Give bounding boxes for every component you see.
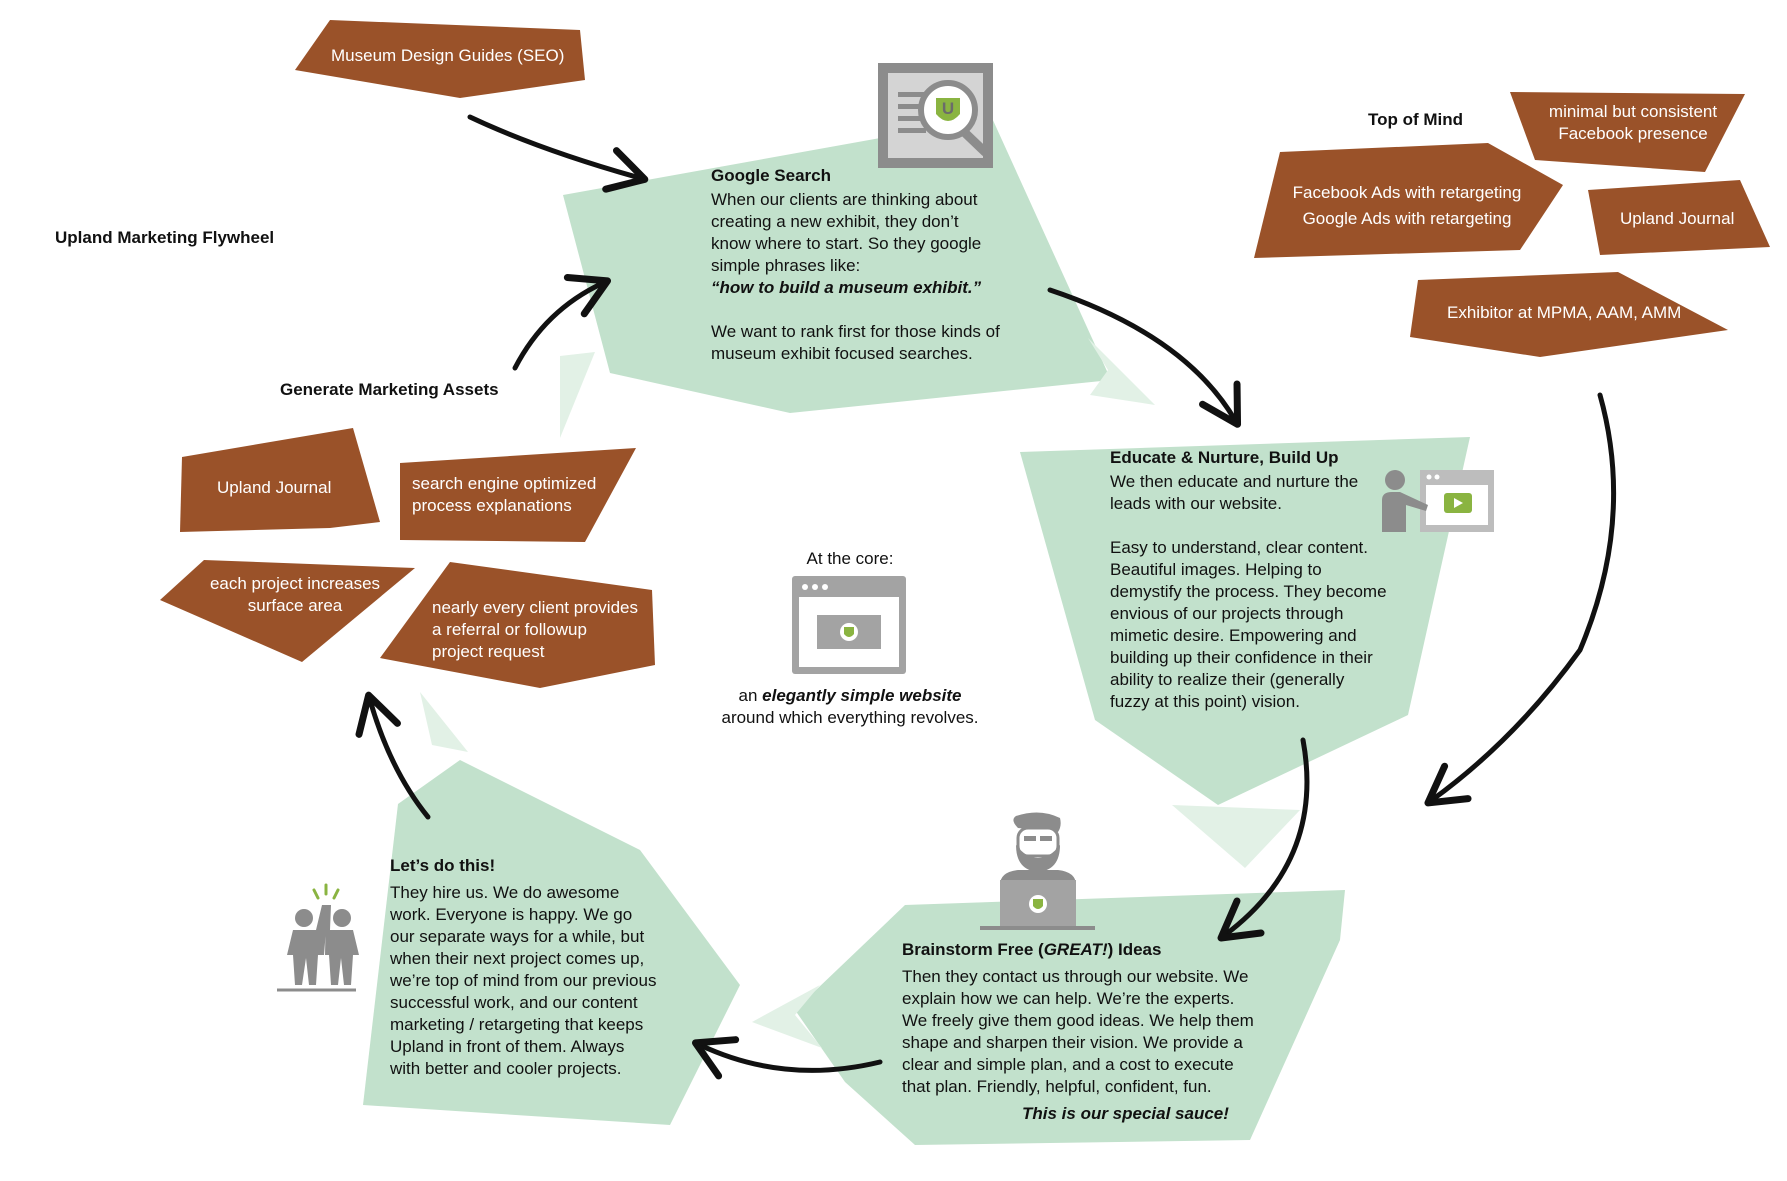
brainstorm-body: Then they contact us through our website… xyxy=(902,967,1254,1096)
tom-tag-4-shape xyxy=(1410,272,1728,357)
core-label: At the core: xyxy=(806,549,894,568)
tom-tag-2-shape xyxy=(1254,143,1563,258)
brainstorm-title-part-2: ) Ideas xyxy=(1107,940,1162,959)
website-window-icon xyxy=(792,576,906,674)
arrow-educate-to-brainstorm xyxy=(1217,737,1310,942)
tom-tag-1: minimal but consistent Facebook presence xyxy=(1548,102,1718,143)
brainstorm-tagline: This is our special sauce! xyxy=(1022,1104,1229,1123)
chevron-bottom-left xyxy=(752,985,822,1048)
lets-do-this-panel xyxy=(363,760,740,1125)
lets-do-this-title: Let’s do this! xyxy=(390,856,496,875)
asset-tag-3: each project increases surface area xyxy=(209,574,381,615)
bearded-man-laptop-icon xyxy=(980,812,1095,930)
arrow-topofmind-to-brainstorm xyxy=(1424,392,1617,807)
arrow-brainstorm-to-letsdo xyxy=(691,1036,883,1080)
arrow-seo-to-search xyxy=(467,114,649,193)
google-search-panel xyxy=(563,118,1111,413)
chevron-left-top xyxy=(560,352,595,438)
asset-tag-4-shape xyxy=(380,562,655,688)
educate-stage: Educate & Nurture, Build Up We then educ… xyxy=(1110,448,1410,713)
asset-tag-2-shape xyxy=(400,448,636,542)
tom-tag-3: Upland Journal xyxy=(1620,209,1735,228)
tom-tag-1-shape xyxy=(1510,92,1745,172)
brainstorm-stage: Brainstorm Free (GREAT!) Ideas Then they… xyxy=(902,940,1302,1125)
educate-body: We then educate and nurture the leads wi… xyxy=(1110,472,1359,513)
asset-tag-4: nearly every client provides a referral … xyxy=(432,598,638,661)
brainstorm-panel xyxy=(795,890,1345,1145)
asset-tag-2: search engine optimized process explanat… xyxy=(412,474,597,515)
asset-tag-1: Upland Journal xyxy=(217,478,332,497)
arrow-letsdo-to-assets xyxy=(355,691,431,820)
asset-tag-1-shape xyxy=(180,428,380,532)
google-search-stage: Google Search When our clients are think… xyxy=(711,166,1051,365)
core-description: an elegantly simple website around which… xyxy=(690,685,1010,729)
google-search-body: When our clients are thinking about crea… xyxy=(711,190,982,275)
tom-tag-4: Exhibitor at MPMA, AAM, AMM xyxy=(1447,303,1682,322)
tom-tag-2: Facebook Ads with retargeting Google Ads… xyxy=(1292,183,1522,228)
core-description-emphasis: elegantly simple website xyxy=(762,686,962,705)
search-document-icon: U xyxy=(878,63,993,168)
core-description-line-2: around which everything revolves. xyxy=(721,708,979,727)
diagram-title: Upland Marketing Flywheel xyxy=(55,228,275,247)
seo-tag-shape xyxy=(295,20,585,98)
chevron-top-right xyxy=(1088,338,1155,405)
arrow-assets-to-search xyxy=(512,274,612,371)
chevron-right-bottom xyxy=(1172,805,1300,868)
brainstorm-title-part-1: Brainstorm Free ( xyxy=(902,940,1044,959)
brainstorm-title: Brainstorm Free (GREAT!) Ideas xyxy=(902,940,1302,960)
tom-tag-3-shape xyxy=(1588,180,1770,255)
lets-do-this-stage: Let’s do this! They hire us. We do aweso… xyxy=(390,856,690,1080)
google-search-body-2: We want to rank first for those kinds of… xyxy=(711,322,1000,363)
chevron-left-upper xyxy=(420,692,468,752)
educate-body-2: Easy to understand, clear content. Beaut… xyxy=(1110,538,1387,711)
google-search-title: Google Search xyxy=(711,166,831,185)
generate-assets-label: Generate Marketing Assets xyxy=(280,380,499,399)
high-five-icon xyxy=(277,883,359,992)
asset-tag-3-shape xyxy=(160,560,415,662)
core-description-prefix: an xyxy=(738,686,763,705)
brainstorm-title-emphasis: GREAT! xyxy=(1043,940,1108,959)
svg-text:U: U xyxy=(942,99,954,118)
google-search-quote: “how to build a museum exhibit.” xyxy=(711,278,982,297)
educate-title: Educate & Nurture, Build Up xyxy=(1110,448,1339,467)
core-description-line-1: an elegantly simple website xyxy=(690,685,1010,707)
arrow-search-to-educate xyxy=(1047,287,1242,428)
top-of-mind-label: Top of Mind xyxy=(1368,110,1464,129)
lets-do-this-body: They hire us. We do awesome work. Everyo… xyxy=(390,883,657,1078)
educate-panel xyxy=(1020,437,1470,805)
seo-tag: Museum Design Guides (SEO) xyxy=(331,46,565,65)
presenter-video-icon xyxy=(1382,470,1494,532)
